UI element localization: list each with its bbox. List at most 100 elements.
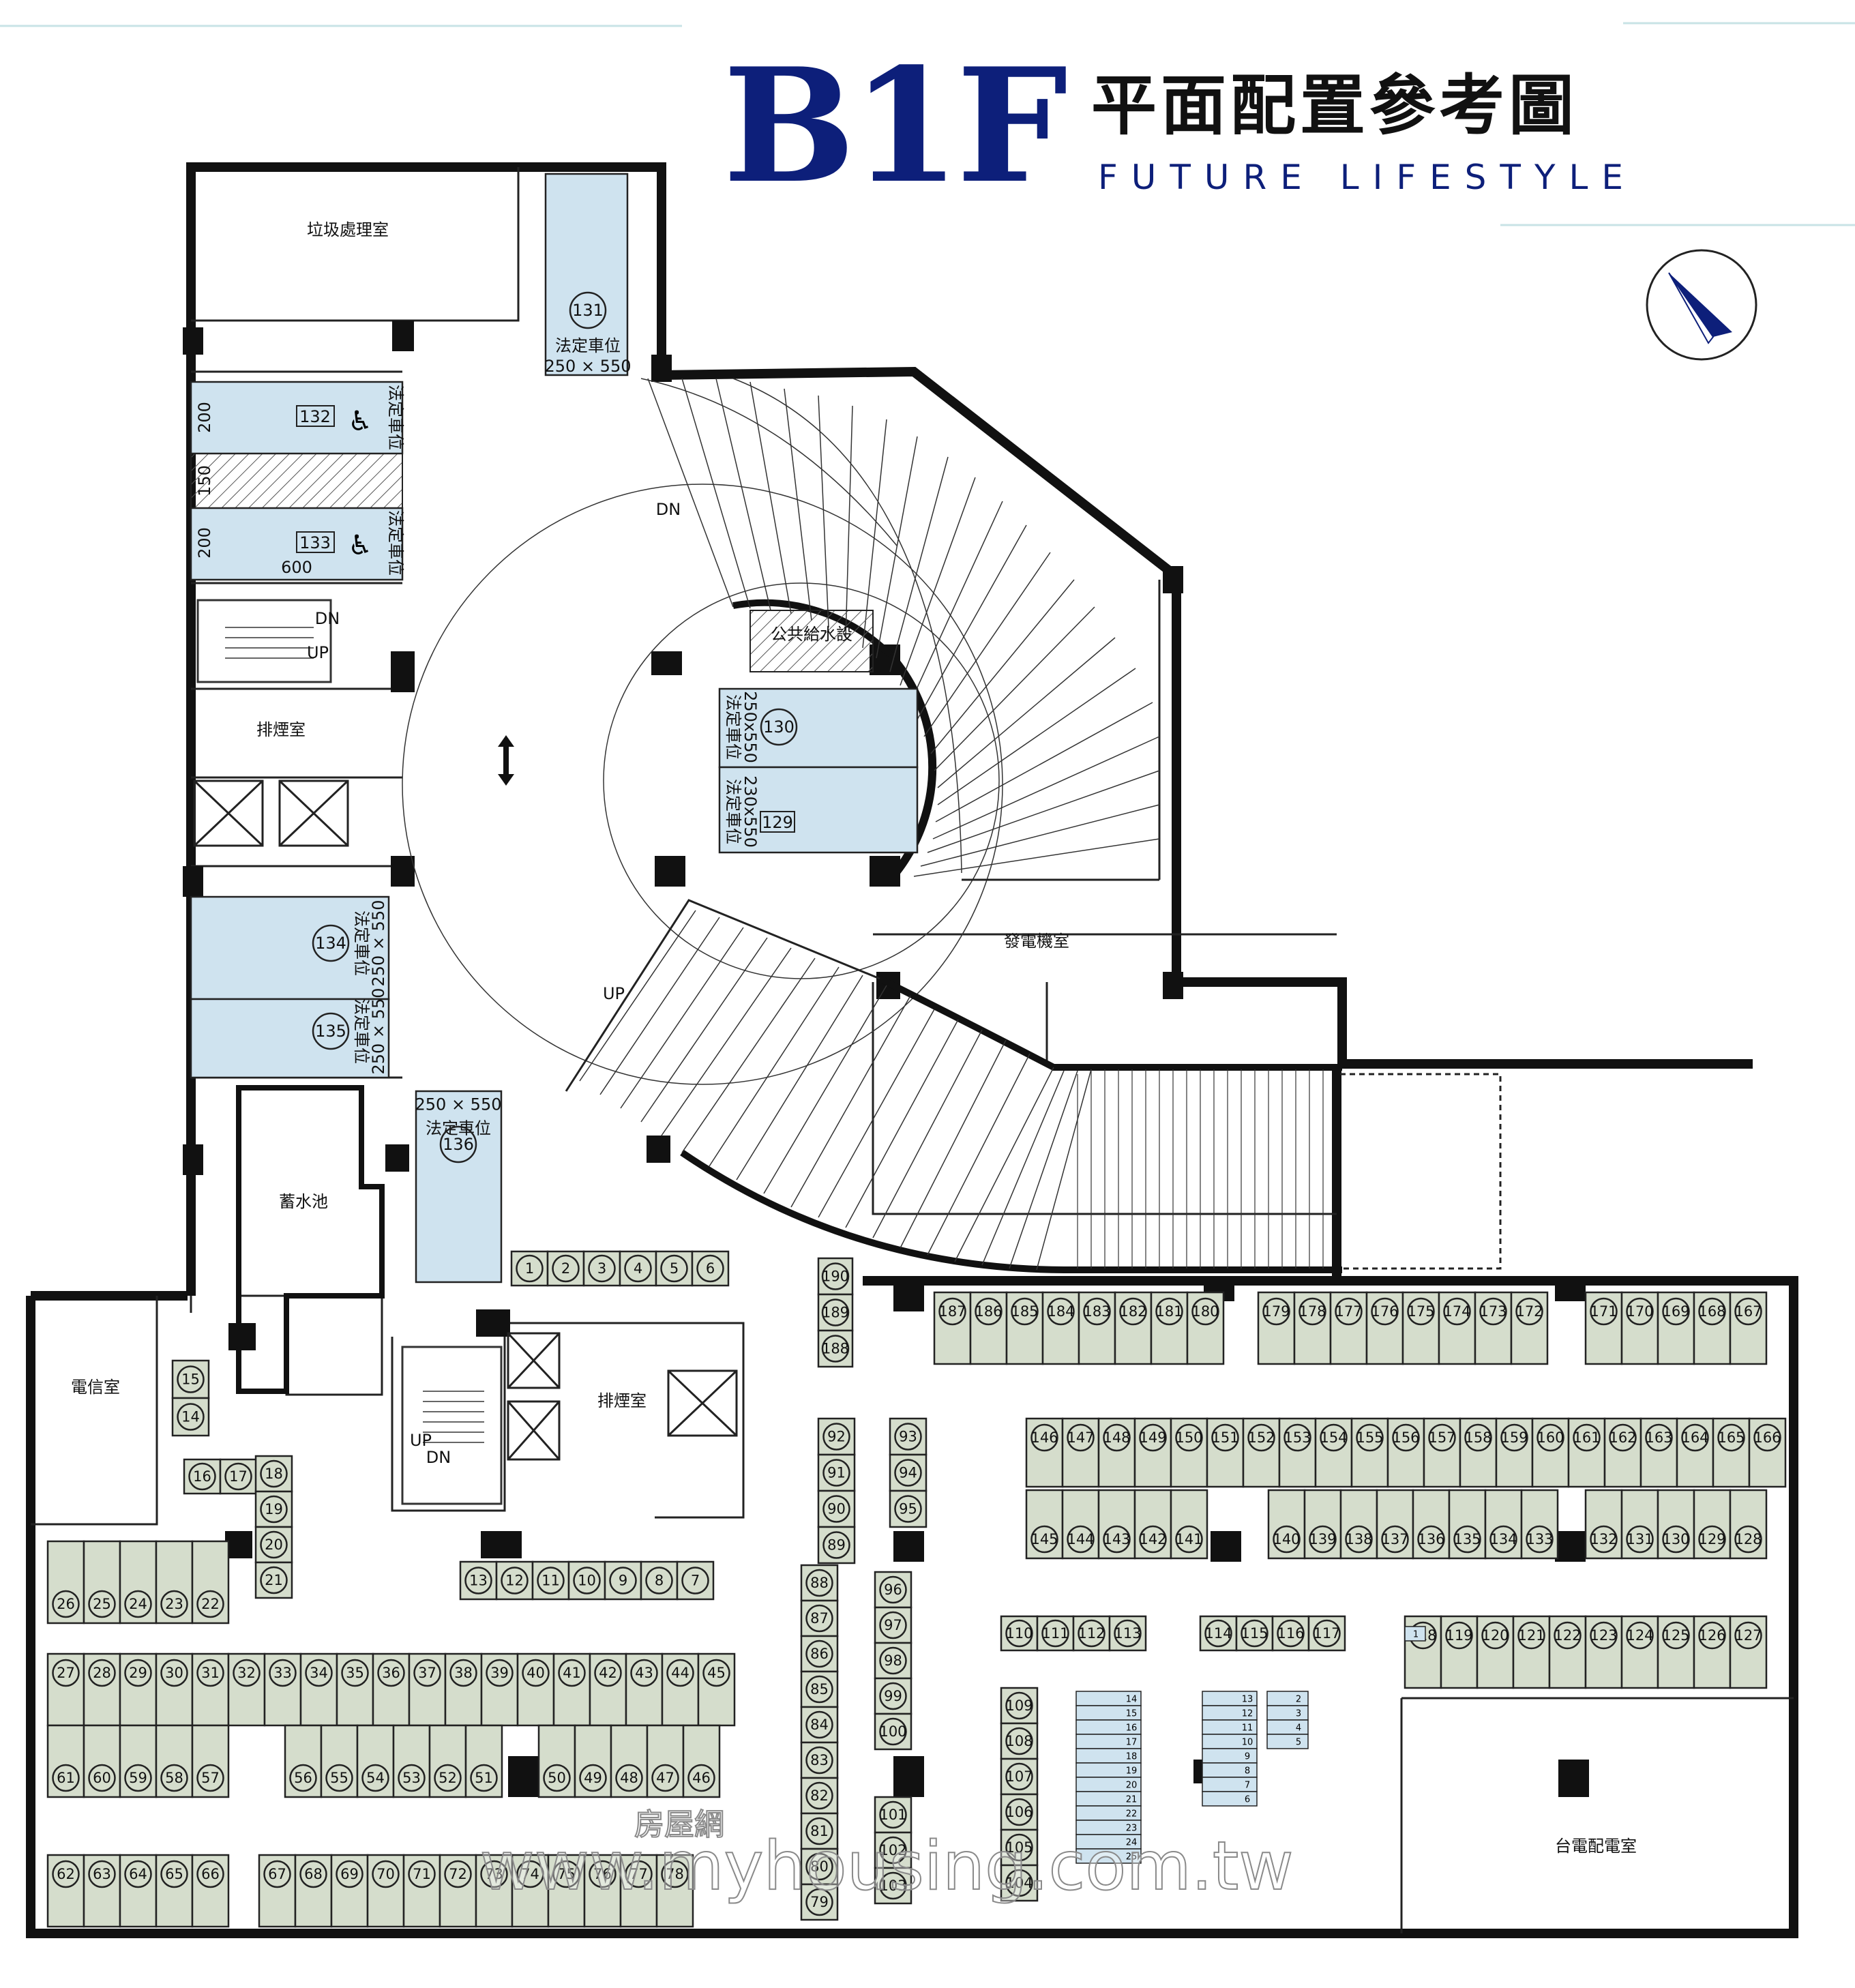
parking-spot[interactable]: 24 xyxy=(119,1540,158,1624)
parking-spot[interactable]: 63 xyxy=(83,1854,121,1928)
parking-spot[interactable]: 79 xyxy=(800,1883,839,1921)
parking-spot[interactable]: 147 xyxy=(1061,1417,1100,1488)
parking-spot[interactable]: 18 xyxy=(254,1455,293,1493)
parking-spot[interactable]: 65 xyxy=(155,1854,194,1928)
parking-spot[interactable]: 136 xyxy=(1412,1489,1451,1560)
parking-spot[interactable]: 155 xyxy=(1350,1417,1389,1488)
parking-spot[interactable]: 92 xyxy=(817,1417,856,1456)
motorcycle-bay[interactable]: 3 xyxy=(1266,1705,1309,1721)
motorcycle-bay[interactable]: 13 xyxy=(1202,1691,1258,1706)
parking-spot[interactable]: 140 xyxy=(1267,1489,1306,1560)
parking-spot[interactable]: 9 xyxy=(604,1560,642,1601)
parking-spot[interactable]: 61 xyxy=(46,1724,85,1798)
parking-spot[interactable]: 114 xyxy=(1199,1615,1238,1652)
parking-spot[interactable]: 104 xyxy=(1000,1864,1039,1902)
parking-spot[interactable]: 130 xyxy=(1657,1489,1695,1560)
parking-spot[interactable]: 144 xyxy=(1061,1489,1100,1560)
parking-spot[interactable]: 90 xyxy=(817,1489,856,1528)
motorcycle-bay[interactable]: 1 xyxy=(1404,1626,1426,1642)
parking-spot[interactable]: 95 xyxy=(889,1489,928,1528)
parking-spot[interactable]: 31 xyxy=(191,1652,230,1727)
parking-spot[interactable]: 52 xyxy=(428,1724,467,1798)
parking-spot[interactable]: 28 xyxy=(83,1652,121,1727)
parking-spot[interactable]: 171 xyxy=(1584,1291,1623,1365)
parking-spot[interactable]: 126 xyxy=(1693,1615,1732,1689)
parking-spot[interactable]: 40 xyxy=(516,1652,555,1727)
parking-spot[interactable]: 33 xyxy=(263,1652,302,1727)
parking-spot[interactable]: 187 xyxy=(933,1291,972,1365)
parking-spot[interactable]: 183 xyxy=(1078,1291,1116,1365)
parking-spot[interactable]: 133 xyxy=(1520,1489,1559,1560)
parking-spot[interactable]: 17 xyxy=(219,1458,258,1495)
parking-spot[interactable]: 53 xyxy=(392,1724,431,1798)
parking-spot[interactable]: 138 xyxy=(1339,1489,1378,1560)
parking-spot[interactable]: 8 xyxy=(640,1560,679,1601)
legal-spot-130[interactable]: 130 法定車位 250x550 xyxy=(718,687,919,769)
parking-spot[interactable]: 59 xyxy=(119,1724,158,1798)
parking-spot[interactable]: 37 xyxy=(408,1652,447,1727)
parking-spot[interactable]: 180 xyxy=(1186,1291,1225,1365)
parking-spot[interactable]: 30 xyxy=(155,1652,194,1727)
parking-spot[interactable]: 29 xyxy=(119,1652,158,1727)
motorcycle-bay[interactable]: 19 xyxy=(1075,1762,1142,1778)
parking-spot[interactable]: 54 xyxy=(356,1724,395,1798)
motorcycle-bay[interactable]: 11 xyxy=(1202,1719,1258,1735)
parking-spot[interactable]: 145 xyxy=(1025,1489,1064,1560)
parking-spot[interactable]: 129 xyxy=(1693,1489,1732,1560)
parking-spot[interactable]: 93 xyxy=(889,1417,928,1456)
parking-spot[interactable]: 49 xyxy=(574,1724,612,1798)
parking-spot[interactable]: 181 xyxy=(1150,1291,1189,1365)
parking-spot[interactable]: 166 xyxy=(1748,1417,1787,1488)
parking-spot[interactable]: 46 xyxy=(682,1724,721,1798)
parking-spot[interactable]: 47 xyxy=(646,1724,685,1798)
parking-spot[interactable]: 6 xyxy=(691,1250,730,1287)
parking-spot[interactable]: 57 xyxy=(191,1724,230,1798)
legal-spot-135[interactable]: 135 法定車位 250 × 550 xyxy=(190,988,390,1079)
parking-spot[interactable]: 62 xyxy=(46,1854,85,1928)
parking-spot[interactable]: 117 xyxy=(1307,1615,1346,1652)
parking-spot[interactable]: 186 xyxy=(969,1291,1008,1365)
parking-spot[interactable]: 124 xyxy=(1620,1615,1659,1689)
parking-spot[interactable]: 146 xyxy=(1025,1417,1064,1488)
parking-spot[interactable]: 115 xyxy=(1235,1615,1274,1652)
parking-spot[interactable]: 44 xyxy=(661,1652,700,1727)
parking-spot[interactable]: 119 xyxy=(1440,1615,1479,1689)
motorcycle-bay[interactable]: 16 xyxy=(1075,1719,1142,1735)
parking-spot[interactable]: 32 xyxy=(227,1652,266,1727)
parking-spot[interactable]: 68 xyxy=(294,1854,333,1928)
parking-spot[interactable]: 111 xyxy=(1036,1615,1075,1652)
parking-spot[interactable]: 182 xyxy=(1114,1291,1153,1365)
parking-spot[interactable]: 139 xyxy=(1303,1489,1342,1560)
parking-spot[interactable]: 13 xyxy=(459,1560,498,1601)
motorcycle-bay[interactable]: 9 xyxy=(1202,1748,1258,1764)
parking-spot[interactable]: 12 xyxy=(495,1560,534,1601)
parking-spot[interactable]: 125 xyxy=(1657,1615,1695,1689)
parking-spot[interactable]: 41 xyxy=(552,1652,591,1727)
parking-spot[interactable]: 109 xyxy=(1000,1687,1039,1725)
parking-spot[interactable]: 107 xyxy=(1000,1757,1039,1796)
parking-spot[interactable]: 154 xyxy=(1314,1417,1353,1488)
parking-spot[interactable]: 82 xyxy=(800,1777,839,1815)
parking-spot[interactable]: 11 xyxy=(531,1560,570,1601)
parking-spot[interactable]: 45 xyxy=(697,1652,736,1727)
parking-spot[interactable]: 100 xyxy=(874,1712,912,1751)
parking-spot[interactable]: 134 xyxy=(1484,1489,1523,1560)
parking-spot[interactable]: 78 xyxy=(655,1854,694,1928)
motorcycle-bay[interactable]: 2 xyxy=(1266,1691,1309,1706)
parking-spot[interactable]: 113 xyxy=(1108,1615,1147,1652)
parking-spot[interactable]: 71 xyxy=(402,1854,441,1928)
parking-spot[interactable]: 99 xyxy=(874,1677,912,1715)
parking-spot[interactable]: 84 xyxy=(800,1706,839,1744)
motorcycle-bay[interactable]: 17 xyxy=(1075,1734,1142,1749)
motorcycle-bay[interactable]: 21 xyxy=(1075,1791,1142,1807)
parking-spot[interactable]: 36 xyxy=(372,1652,411,1727)
parking-spot[interactable]: 50 xyxy=(537,1724,576,1798)
parking-spot[interactable]: 91 xyxy=(817,1453,856,1492)
motorcycle-bay[interactable]: 24 xyxy=(1075,1834,1142,1850)
parking-spot[interactable]: 2 xyxy=(546,1250,585,1287)
motorcycle-bay[interactable]: 12 xyxy=(1202,1705,1258,1721)
parking-spot[interactable]: 168 xyxy=(1693,1291,1732,1365)
parking-spot[interactable]: 110 xyxy=(1000,1615,1039,1652)
parking-spot[interactable]: 34 xyxy=(299,1652,338,1727)
parking-spot[interactable]: 123 xyxy=(1584,1615,1623,1689)
